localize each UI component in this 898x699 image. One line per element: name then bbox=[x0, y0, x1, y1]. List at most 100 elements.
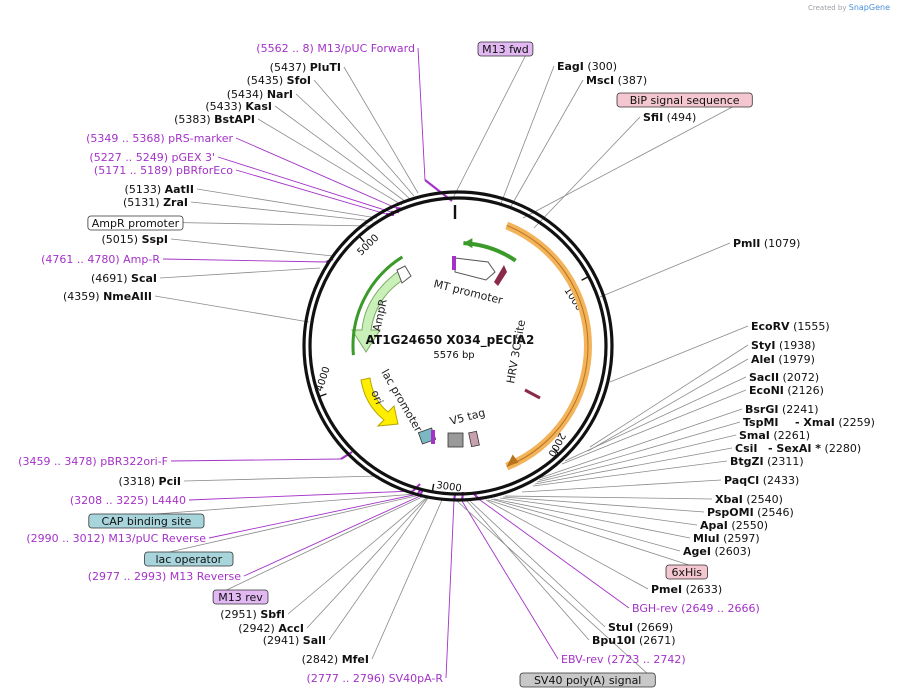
primer-label: (2977 .. 2993) M13 Reverse bbox=[88, 570, 241, 583]
primer-label: (4761 .. 4780) Amp-R bbox=[41, 253, 160, 266]
site-name: BsrGI bbox=[745, 403, 778, 416]
leader-line bbox=[564, 376, 747, 462]
leader-line bbox=[561, 389, 747, 465]
label-pgex-3-L7: (5227 .. 5249) pGEX 3' bbox=[89, 151, 215, 164]
enzyme-site-label: SfiI (494) bbox=[643, 111, 696, 124]
backbone-outer-ring bbox=[302, 190, 614, 502]
leader-line bbox=[504, 495, 713, 500]
insert-feature-outline bbox=[506, 225, 589, 467]
enzyme-site-label: (5383) BstAPI bbox=[174, 113, 255, 126]
enzyme-site-label: StuI (2669) bbox=[608, 621, 673, 634]
plasmid-length: 5576 bp bbox=[433, 350, 474, 361]
leader-line bbox=[274, 105, 407, 203]
site-name: PluTI bbox=[310, 61, 341, 74]
feature-box bbox=[212, 589, 269, 605]
label-btgzi-R17: BtgZI (2311) bbox=[730, 455, 804, 468]
leader-line bbox=[235, 137, 397, 209]
site-position: (1979) bbox=[775, 353, 815, 366]
label-bgh-rev-R26: BGH-rev (2649 .. 2666) bbox=[632, 602, 760, 615]
site-name: StyI bbox=[751, 339, 775, 352]
features-layer bbox=[351, 221, 592, 471]
leader-line bbox=[306, 497, 428, 629]
enzyme-site-label: (5433) KasI bbox=[205, 100, 272, 113]
primer-label: (5562 .. 8) M13/pUC Forward bbox=[256, 42, 415, 55]
site-name: EcoRV bbox=[751, 320, 790, 333]
site-position: (2072) bbox=[779, 371, 819, 384]
site-position: (2990 .. 3012) bbox=[26, 532, 108, 545]
label-pbr322ori-f-L16: (3459 .. 3478) pBR322ori-F bbox=[18, 455, 168, 468]
site-name: MscI bbox=[586, 74, 614, 87]
label-pcii-L17: (3318) PciI bbox=[118, 475, 181, 488]
leader-line bbox=[215, 495, 425, 596]
label-pbrforeco-L8: (5171 .. 5189) pBRforEco bbox=[94, 164, 233, 177]
label-bsrgi-R11: BsrGI (2241) bbox=[745, 403, 819, 416]
backbone-inner-ring bbox=[308, 196, 608, 496]
label-styi-R7: StyI (1938) bbox=[751, 339, 816, 352]
feature-box bbox=[144, 551, 234, 567]
site-position: (3208 .. 3225) bbox=[70, 494, 152, 507]
site-name: CsiI bbox=[735, 442, 757, 455]
label-amp-r-L13: (4761 .. 4780) Amp-R bbox=[41, 253, 160, 266]
leader-line bbox=[313, 79, 415, 197]
snapgene-credit: Created by SnapGene bbox=[808, 3, 890, 12]
ori-arrow bbox=[360, 377, 399, 427]
site-name: M13 Reverse bbox=[170, 570, 241, 583]
site-position: (2597) bbox=[720, 532, 760, 545]
enzyme-site-label: - XmaI (2259) bbox=[795, 416, 875, 429]
feature-box bbox=[477, 41, 534, 57]
mt-promoter-label: MT promoter bbox=[432, 277, 504, 307]
label-sexai-R16: - SexAI * (2280) bbox=[768, 442, 861, 455]
leader-line bbox=[154, 295, 310, 323]
site-position: (1938) bbox=[775, 339, 815, 352]
site-position: (5437) bbox=[270, 61, 310, 74]
label-econi-R10: EcoNI (2126) bbox=[749, 384, 824, 397]
leader-line bbox=[257, 118, 403, 206]
enzyme-site-label: (5133) AatII bbox=[125, 183, 194, 196]
site-name: SspI bbox=[142, 233, 168, 246]
site-position: (2951) bbox=[220, 608, 260, 621]
enzyme-site-label: MluI (2597) bbox=[693, 532, 760, 545]
enzyme-site-label: SmaI (2261) bbox=[739, 429, 810, 442]
leader-line bbox=[445, 499, 455, 679]
label-bstapi-L5: (5383) BstAPI bbox=[174, 113, 255, 126]
ampr-arrow bbox=[351, 269, 407, 353]
label-sfii-R4: SfiI (494) bbox=[643, 111, 696, 124]
site-position: (2241) bbox=[778, 403, 818, 416]
leader-line bbox=[533, 116, 641, 229]
site-position: (2540) bbox=[743, 493, 783, 506]
site-name: pBRforEco bbox=[176, 164, 233, 177]
his-tag-block bbox=[468, 430, 480, 448]
site-name: pRS-marker bbox=[168, 132, 233, 145]
site-position: (2669) bbox=[633, 621, 673, 634]
site-name: NarI bbox=[267, 88, 293, 101]
hrv-3c-site-block bbox=[524, 388, 541, 400]
site-position: (1555) bbox=[790, 320, 830, 333]
site-name: EBV-rev bbox=[561, 653, 604, 666]
label-sfoi-L2: (5435) SfoI bbox=[247, 74, 311, 87]
site-name: SmaI bbox=[739, 429, 770, 442]
primer-label: (5171 .. 5189) pBRforEco bbox=[94, 164, 233, 177]
label-m13-reverse-L22: (2977 .. 2993) M13 Reverse bbox=[88, 570, 241, 583]
site-name: PaqCI bbox=[724, 474, 759, 487]
leader-line bbox=[162, 258, 327, 263]
site-name: pGEX 3' bbox=[171, 151, 215, 164]
site-position: (387) bbox=[614, 74, 647, 87]
site-name: L4440 bbox=[152, 494, 186, 507]
leader-line bbox=[609, 325, 749, 383]
leader-line bbox=[343, 66, 419, 194]
annotation-labels: (5562 .. 8) M13/pUC Forward(5437) PluTI(… bbox=[18, 41, 875, 688]
leader-line bbox=[532, 460, 728, 487]
enzyme-site-label: (2942) AccI bbox=[238, 622, 304, 635]
site-position: (3318) bbox=[118, 475, 158, 488]
site-name: AgeI bbox=[683, 545, 711, 558]
leader-line bbox=[479, 499, 630, 609]
leader-line bbox=[295, 93, 411, 200]
signal-arrowhead bbox=[463, 238, 473, 249]
site-position: (2671) bbox=[636, 634, 676, 647]
site-name: SfiI bbox=[643, 111, 663, 124]
site-position: (2261) bbox=[770, 429, 810, 442]
primer-label: (2777 .. 2796) SV40pA-R bbox=[307, 672, 444, 685]
site-position: (2977 .. 2993) bbox=[88, 570, 170, 583]
enzyme-site-label: PspOMI (2546) bbox=[707, 506, 794, 519]
feature-box bbox=[665, 564, 708, 580]
